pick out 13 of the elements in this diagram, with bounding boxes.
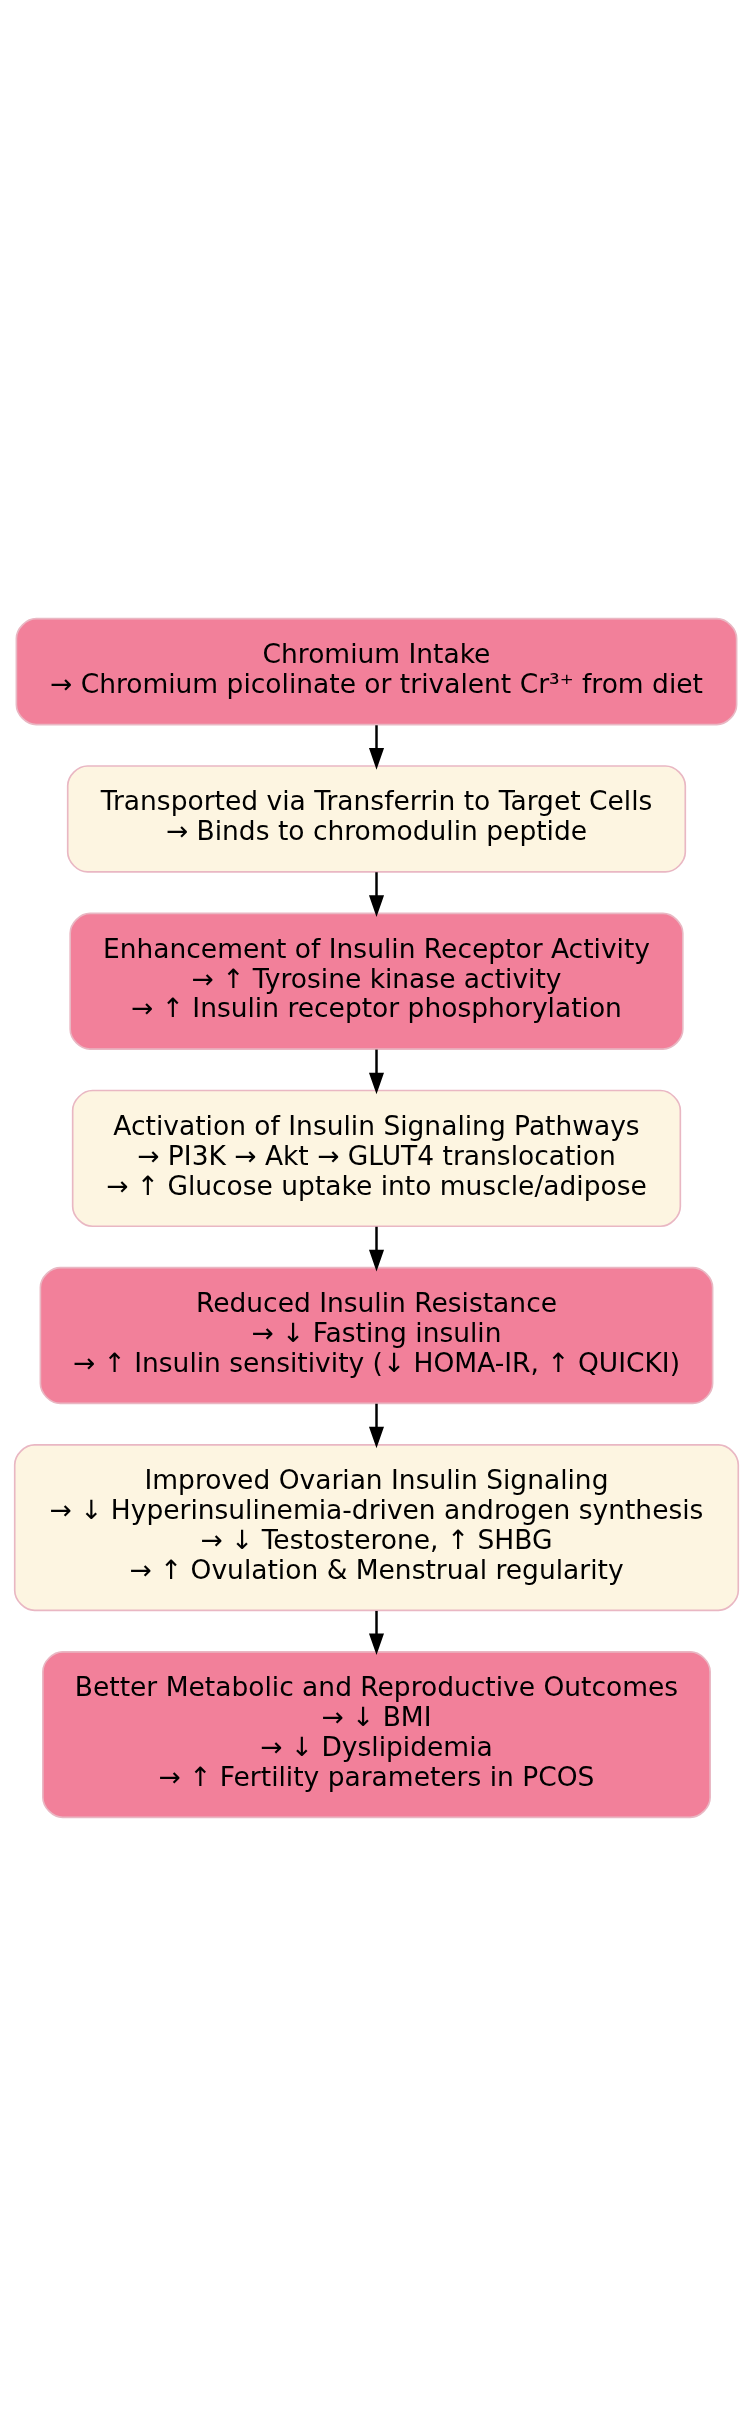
node-box: Enhancement of Insulin Receptor Activity → ↑ Tyrosine kinase activity → ↑ Insulin receptor phosphorylation — [69, 912, 684, 1050]
arrow — [368, 1226, 385, 1271]
node-box: Activation of Insulin Signaling Pathways → PI3K → Akt → GLUT4 translocation → ↑ Glucose uptake into muscle/adipose — [71, 1089, 682, 1227]
arrow — [368, 724, 385, 770]
node-box: Chromium Intake → Chromium picolinate or trivalent Cr³⁺ from diet — [15, 617, 738, 725]
arrow — [368, 1610, 385, 1655]
arrow — [368, 871, 385, 917]
arrow — [368, 1049, 385, 1094]
node-box: Better Metabolic and Reproductive Outcomes → ↓ BMI → ↓ Dyslipidemia → ↑ Fertility parameters in PCOS — [42, 1650, 711, 1818]
node-box: Transported via Transferrin to Target Cells → Binds to chromodulin peptide — [66, 764, 687, 873]
node-box: Improved Ovarian Insulin Signaling → ↓ Hyperinsulinemia-driven androgen synthesis → ↓ Testosterone, ↑ SHBG → ↑ Ovulation & Menstrual regularity — [13, 1443, 740, 1611]
arrow — [368, 1403, 385, 1448]
node-box: Reduced Insulin Resistance → ↓ Fasting insulin → ↑ Insulin sensitivity (↓ HOMA-IR, ↑ QUICKI) — [39, 1266, 714, 1404]
